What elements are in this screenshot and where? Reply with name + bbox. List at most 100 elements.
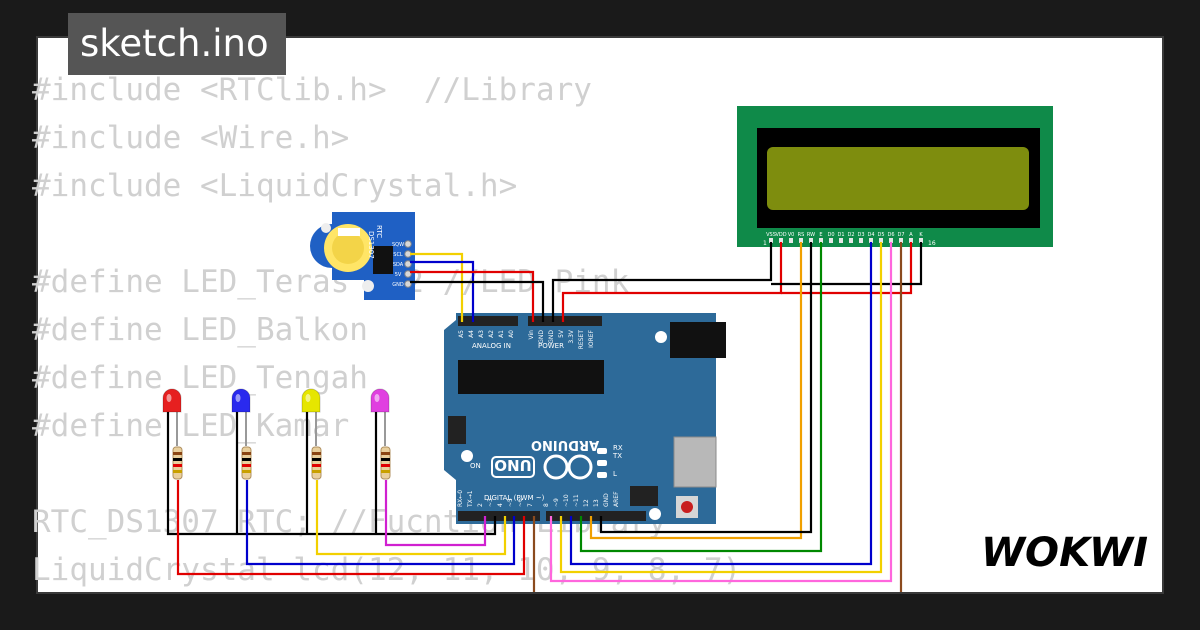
lcd-pin[interactable] (769, 238, 773, 243)
digital-pin-label: GND (603, 493, 610, 507)
led-blue[interactable] (231, 388, 252, 480)
icsp-header (448, 416, 466, 444)
lcd-pin-label: D6 (887, 232, 894, 238)
led-highlight (166, 394, 172, 402)
analog-header (458, 316, 518, 326)
lcd-pin[interactable] (839, 238, 843, 243)
resistor-band (242, 470, 251, 473)
lcd-pin[interactable] (809, 238, 813, 243)
wire-rtc-scl[interactable] (410, 252, 464, 322)
code-line: #include <Wire.h> (32, 120, 350, 156)
digital-pin-label: ~11 (573, 494, 580, 507)
resistor-band (381, 452, 390, 455)
lcd-pin[interactable] (919, 238, 923, 243)
led-red[interactable] (162, 388, 183, 480)
code-line: #define LED_Balkon (32, 312, 368, 348)
wire-rtc-gnd[interactable] (410, 280, 545, 322)
lcd-pin[interactable] (899, 238, 903, 243)
led-highlight (305, 394, 311, 402)
wire-lcd-d6[interactable] (549, 242, 893, 583)
led-rx-indicator (597, 460, 607, 466)
wire-lcd-vdd[interactable] (561, 242, 783, 322)
mount-hole (649, 508, 661, 520)
wire-led-ground-bus[interactable] (166, 412, 497, 536)
lcd-screen (767, 147, 1029, 210)
wire-lcd-d4[interactable] (569, 242, 873, 566)
reset-button-cap (681, 501, 693, 513)
resistor-band (312, 470, 321, 473)
wire-led-red-signal[interactable] (176, 480, 526, 576)
lcd-pin[interactable] (849, 238, 853, 243)
digital-pin-label: RX←0 (457, 490, 464, 507)
wire-lcd-anode[interactable] (781, 242, 913, 295)
analog-pin-label: A5 (458, 330, 465, 338)
lcd-pin[interactable] (869, 238, 873, 243)
led-highlight (374, 394, 380, 402)
arduino-uno[interactable]: UNO ARDUINO ANALOG IN POWER DIGITAL (PWM… (444, 313, 726, 524)
arduino-brand-label: ARDUINO (531, 437, 599, 452)
wire-rtc-sda[interactable] (410, 260, 475, 322)
lcd-pin[interactable] (819, 238, 823, 243)
lcd-pin[interactable] (879, 238, 883, 243)
rtc-chip (373, 246, 393, 274)
battery-clip (338, 228, 360, 236)
lcd-pin-label: VSS (766, 232, 776, 238)
wire-led-pink-signal[interactable] (384, 480, 487, 547)
digital-header-high (546, 511, 646, 521)
wire-lcd-d5[interactable] (559, 242, 883, 574)
lcd-pin[interactable] (889, 238, 893, 243)
digital-pin-label: ~5 (507, 498, 514, 507)
lcd-pin[interactable] (829, 238, 833, 243)
wire-lcd-e[interactable] (579, 242, 823, 553)
resistor-band (173, 470, 182, 473)
digital-pin-label: 4 (497, 503, 504, 507)
digital-pin-label: AREF (613, 491, 620, 507)
led-yellow[interactable] (301, 388, 322, 480)
led-pink[interactable] (370, 388, 391, 480)
lcd-pin[interactable] (859, 238, 863, 243)
digital-pin-label: 12 (583, 499, 590, 507)
rtc-pin[interactable] (404, 260, 412, 268)
lcd-pin[interactable] (909, 238, 913, 243)
digital-pin-label: 7 (527, 503, 534, 507)
rtc-pin[interactable] (404, 240, 412, 248)
code-line: LiquidCrystal lcd(12, 11, 10, 9, 8, 7) (32, 552, 742, 588)
power-pin-label: IOREF (588, 329, 595, 347)
file-tab[interactable]: sketch.ino (68, 13, 286, 75)
wire-lcd-d7[interactable] (532, 242, 903, 600)
lcd-pin-label: RW (807, 232, 815, 238)
analog-pin-label: A4 (468, 330, 475, 338)
wire-led-yellow-signal[interactable] (315, 480, 507, 556)
lcd-pin-label: D2 (847, 232, 854, 238)
resistor-band (312, 452, 321, 455)
icsp-header-2 (630, 486, 658, 506)
resistor-band (242, 452, 251, 455)
lcd-pin-label: D5 (877, 232, 884, 238)
wokwi-logo: WOKWI (981, 530, 1148, 576)
resistor-icon (380, 446, 391, 480)
rtc-mount-hole (321, 223, 331, 233)
power-pin-label: Vin (528, 330, 535, 340)
lcd-pin[interactable] (789, 238, 793, 243)
rtc-pin[interactable] (404, 280, 412, 288)
wire-lcd-vss[interactable] (551, 242, 773, 322)
wire-lcd-rw[interactable] (599, 242, 813, 534)
wire-lcd-rs[interactable] (589, 242, 803, 540)
arduino-infinity-icon (543, 454, 593, 480)
lcd-pin[interactable] (799, 238, 803, 243)
rtc-pin[interactable] (404, 270, 412, 278)
lcd-pin[interactable] (779, 238, 783, 243)
digital-pin-label: ~3 (487, 498, 494, 507)
wire-rtc-5v[interactable] (410, 270, 535, 322)
lcd-last-pin-label: 16 (928, 240, 936, 247)
wire-led-blue-signal[interactable] (245, 480, 516, 566)
resistor-band (312, 458, 321, 461)
wire-lcd-cathode[interactable] (771, 242, 923, 286)
rtc-module-label: RTC (375, 225, 383, 238)
power-header (528, 316, 602, 326)
